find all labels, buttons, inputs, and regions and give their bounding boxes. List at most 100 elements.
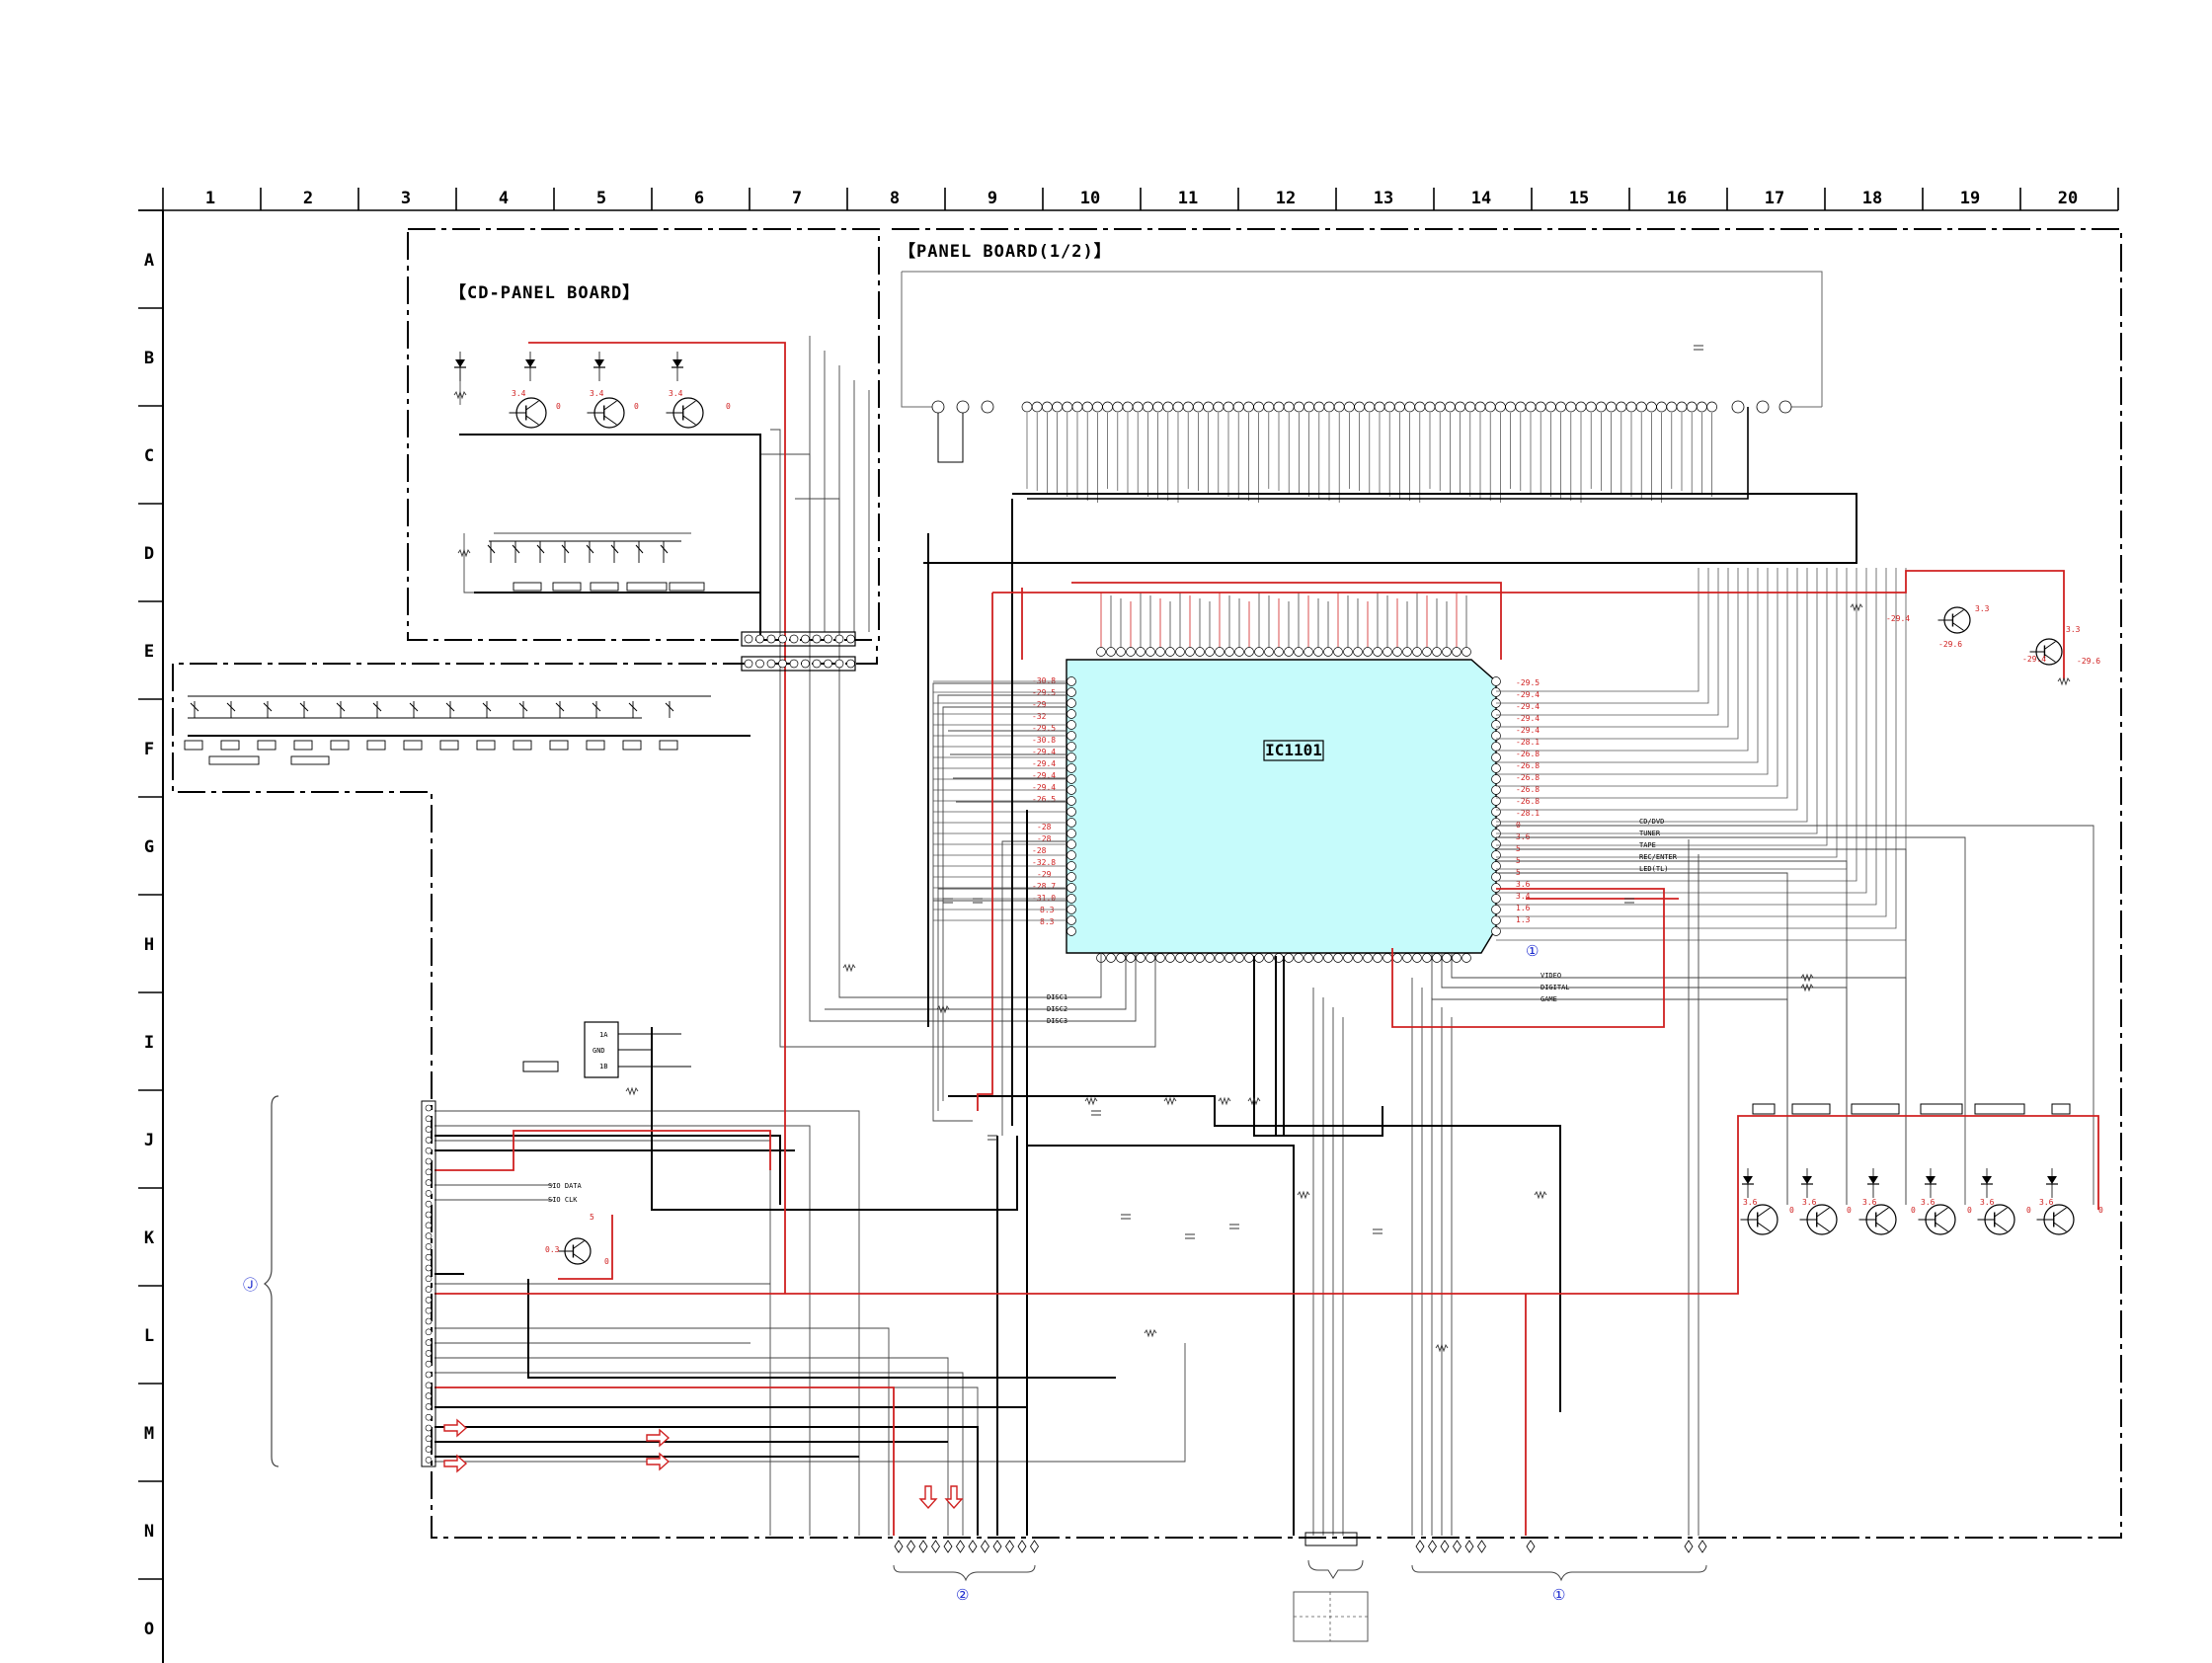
fl-pin xyxy=(1606,401,1617,413)
bottom-conn-pin xyxy=(1698,1540,1707,1553)
tv-br-2: 3.6 xyxy=(1802,1198,1817,1207)
ic-pin-right xyxy=(1491,850,1501,860)
tv-cd-4: 3.4 xyxy=(669,389,683,398)
fl-pin xyxy=(1071,401,1083,413)
transistor-collector xyxy=(1952,609,1964,618)
trace xyxy=(1496,568,1798,811)
ic-pin-bottom xyxy=(1224,953,1234,963)
io-1a: 1A xyxy=(599,1031,608,1039)
vr-0: -29.5 xyxy=(1516,678,1540,687)
bottom-brackets xyxy=(893,1559,1707,1582)
vr-16: 5 xyxy=(1516,868,1521,877)
tv-br-9: 0 xyxy=(2026,1206,2031,1215)
transistor-emitter xyxy=(2053,1222,2067,1232)
trace xyxy=(1496,568,1877,906)
ic1101-label: IC1101 xyxy=(1265,741,1322,759)
ic-pin-right xyxy=(1491,709,1501,719)
ic-pin-bottom xyxy=(1412,953,1422,963)
bottom-conn-pin xyxy=(1017,1540,1027,1553)
ic-pin-bottom xyxy=(1363,953,1373,963)
transistor-collector xyxy=(1935,1207,1948,1218)
ic-pin-bottom xyxy=(1402,953,1412,963)
left-conn-pin xyxy=(425,1157,433,1165)
vr-18: 3.4 xyxy=(1516,892,1531,901)
fl-pin xyxy=(1394,401,1405,413)
cd-switch-label-box xyxy=(626,582,668,592)
ic-pin-bottom xyxy=(1432,953,1442,963)
ic-pin-top xyxy=(1412,647,1422,657)
ic-pin-right xyxy=(1491,676,1501,686)
resistor xyxy=(1800,983,1814,992)
cd-panel-switches xyxy=(487,540,705,592)
vl-4: -29.5 xyxy=(1032,724,1056,733)
grid-frame xyxy=(138,188,2119,1663)
col-7: 7 xyxy=(792,189,802,208)
ic-pin-bottom xyxy=(1442,953,1452,963)
tv-cd-3: 0 xyxy=(634,402,639,411)
ic1101: IC1101 xyxy=(1066,593,1501,963)
annotation-2: ② xyxy=(956,1586,969,1604)
bottom-conn-pin xyxy=(894,1540,904,1553)
bottom-mid-box xyxy=(1293,1532,1369,1642)
column-labels: 1 2 3 4 5 6 7 8 9 10 11 12 13 14 15 16 1… xyxy=(205,189,2078,208)
switch-key xyxy=(184,740,203,751)
ic-pin-bottom xyxy=(1234,953,1244,963)
fl-pin xyxy=(931,400,945,414)
ic-pin-top xyxy=(1422,647,1432,657)
sig-tape: TAPE xyxy=(1639,841,1656,849)
ic-pin-right xyxy=(1491,905,1501,914)
trace xyxy=(1496,568,1897,929)
cd-switch-contact xyxy=(586,544,594,554)
left-conn-pin xyxy=(425,1232,433,1239)
ic-pin-top xyxy=(1224,647,1234,657)
tv-cd-2: 3.4 xyxy=(590,389,604,398)
left-connector xyxy=(421,1100,436,1467)
ic-pin-right xyxy=(1491,785,1501,795)
ic-pin-top xyxy=(1254,647,1264,657)
left-conn-pin xyxy=(425,1126,433,1133)
switch-contact xyxy=(592,702,601,712)
panel-board-outline xyxy=(172,228,2122,1539)
row-B: B xyxy=(144,349,154,368)
fl-pin xyxy=(1545,401,1556,413)
col-4: 4 xyxy=(499,189,509,208)
vr-14: 5 xyxy=(1516,844,1521,853)
tv-br-1: 0 xyxy=(1789,1206,1794,1215)
ic-pin-left xyxy=(1066,763,1076,773)
ic-pin-left xyxy=(1066,861,1076,871)
tv-cd-1: 0 xyxy=(556,402,561,411)
ic-pin-left xyxy=(1066,785,1076,795)
transistor-led-driver xyxy=(1918,1204,1956,1235)
col-14: 14 xyxy=(1471,189,1491,208)
bottom-conn-pin xyxy=(1030,1540,1039,1553)
ic-pin-bottom xyxy=(1195,953,1205,963)
fl-lead xyxy=(937,413,964,463)
led-bottom xyxy=(1981,1168,1993,1198)
switch-key xyxy=(622,740,642,751)
fl-pin xyxy=(1656,401,1667,413)
ic-pin-right xyxy=(1491,742,1501,752)
ic-pin-bottom xyxy=(1205,953,1215,963)
fl-pin xyxy=(1052,401,1063,413)
row-L: L xyxy=(144,1326,154,1346)
tv-br-8: 3.6 xyxy=(1980,1198,1995,1207)
sig-disc3: DISC3 xyxy=(1047,1017,1067,1025)
ic-pin-bottom xyxy=(1146,953,1155,963)
conn-pin xyxy=(812,634,822,644)
col-6: 6 xyxy=(694,189,704,208)
trace xyxy=(1496,568,1739,740)
transistor-emitter xyxy=(1875,1222,1889,1232)
switch-key xyxy=(439,740,459,751)
switch-contact xyxy=(409,702,419,712)
ic-pin-left xyxy=(1066,818,1076,828)
left-conn-pin xyxy=(425,1297,433,1304)
bottom-conn-pin xyxy=(992,1540,1002,1553)
transistor-cd xyxy=(587,397,625,429)
fl-pin xyxy=(1143,401,1153,413)
fl-pin xyxy=(1525,401,1537,413)
switch-contact xyxy=(555,702,565,712)
left-conn-pin xyxy=(425,1275,433,1283)
row-E: E xyxy=(144,642,154,662)
fl-pin xyxy=(1062,401,1073,413)
ic-pin-bottom xyxy=(1116,953,1126,963)
